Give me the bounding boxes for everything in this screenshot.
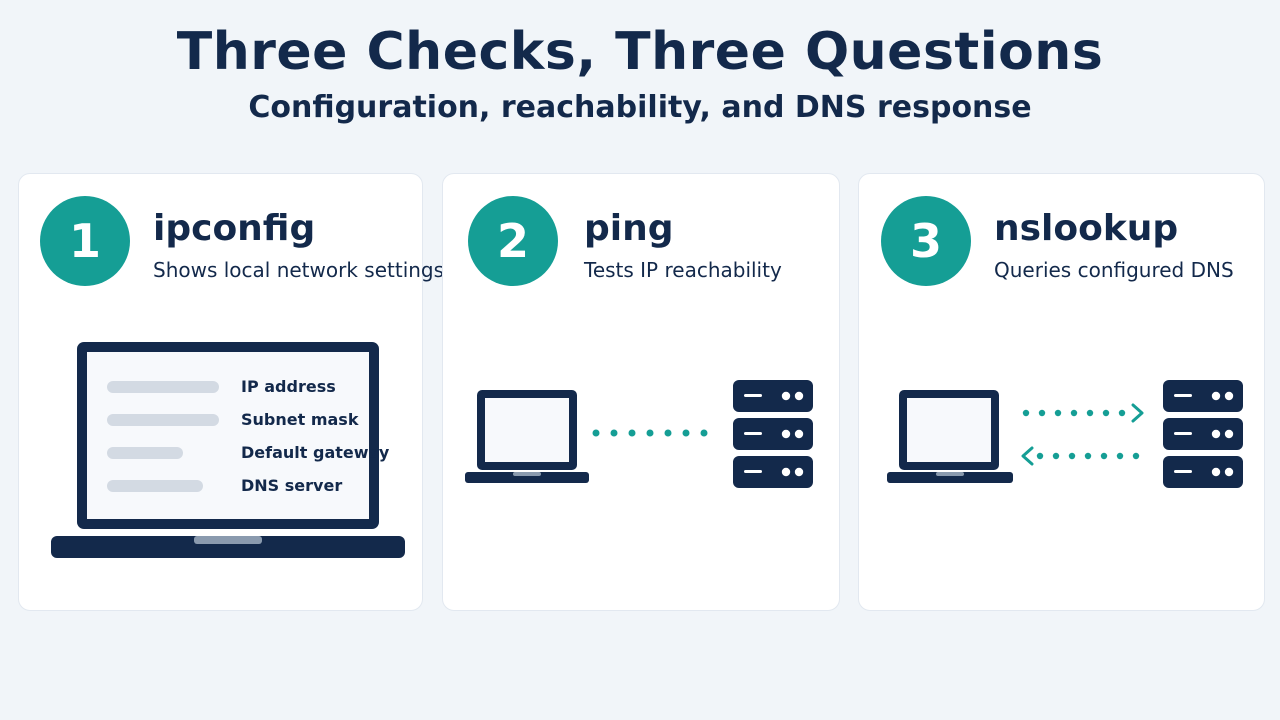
- setting-label-subnet-mask: Subnet mask: [241, 410, 359, 429]
- nslookup-illustration: [887, 380, 1243, 488]
- laptop-icon: [887, 390, 1013, 483]
- step-number-badge: 1: [40, 196, 130, 286]
- command-description: Tests IP reachability: [584, 258, 782, 282]
- command-description: Shows local network settings: [153, 258, 445, 282]
- laptop-icon: [465, 390, 589, 483]
- server-icon: [1163, 380, 1243, 488]
- laptop-settings-illustration: [51, 342, 405, 558]
- setting-label-ip-address: IP address: [241, 377, 336, 396]
- card-ping: 2 ping Tests IP reachability: [442, 173, 840, 611]
- placeholder-bar: [107, 480, 203, 492]
- command-description: Queries configured DNS: [994, 258, 1234, 282]
- command-name: ipconfig: [153, 208, 316, 249]
- ping-illustration: [465, 380, 813, 488]
- placeholder-bar: [107, 447, 183, 459]
- connection-dots: [592, 429, 708, 437]
- command-name: nslookup: [994, 208, 1179, 249]
- step-number-badge: 2: [468, 196, 558, 286]
- card-ipconfig: 1 ipconfig Shows local network settings …: [18, 173, 444, 611]
- placeholder-bar: [107, 381, 219, 393]
- placeholder-bar: [107, 414, 219, 426]
- server-icon: [733, 380, 813, 488]
- page-title: Three Checks, Three Questions: [176, 22, 1104, 82]
- response-arrow-left-icon: [1021, 446, 1140, 466]
- query-arrow-right-icon: [1022, 403, 1144, 423]
- step-number-badge: 3: [881, 196, 971, 286]
- card-nslookup: 3 nslookup Queries configured DNS: [858, 173, 1265, 611]
- command-name: ping: [584, 208, 674, 249]
- page-subtitle: Configuration, reachability, and DNS res…: [248, 90, 1032, 125]
- setting-label-dns-server: DNS server: [241, 476, 343, 495]
- setting-label-default-gateway: Default gateway: [241, 443, 390, 462]
